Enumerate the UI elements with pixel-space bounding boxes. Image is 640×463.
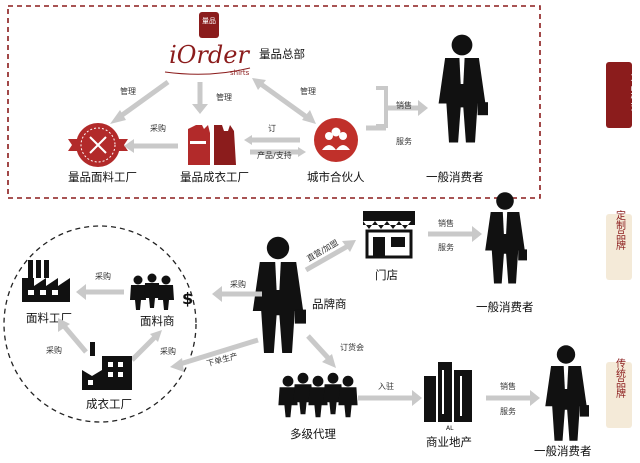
arrow-brand-to-garment (170, 337, 259, 372)
edge-purchase-garment2: 采购 (160, 346, 176, 356)
arrow-store-to-consumer (428, 226, 482, 242)
edge-order: 订 (268, 123, 276, 133)
liangpin-model-border (7, 5, 541, 199)
edge-sales: 销售 (396, 100, 412, 110)
logo-sub: shirts (230, 69, 250, 77)
arrow-garment-to-dealer (130, 330, 162, 362)
edge-service-2: 服务 (500, 406, 516, 416)
edge-purchase-brand: 采购 (230, 279, 246, 289)
hq-label: 量品总部 (259, 47, 305, 61)
factory-circle (3, 225, 197, 423)
badge-text: 量品 (202, 17, 216, 25)
logo-text: iOrder (169, 41, 250, 69)
arrow-agents-to-mall (358, 390, 422, 406)
edge-manage-left: 管理 (120, 86, 136, 96)
iorder-logo: 量品 iOrder shirts (164, 12, 250, 77)
dealer-icon: $ (130, 273, 193, 310)
edge-enter: 入驻 (378, 381, 394, 391)
arrow-partner-to-consumer (366, 86, 428, 131)
edge-sales-1: 销售 (438, 218, 454, 228)
businessman-icon (438, 34, 488, 143)
agents-label: 多级代理 (290, 427, 336, 441)
edge-ordering-meeting: 订货会 (340, 342, 364, 352)
consumer-mall-label: 一般消费者 (534, 444, 592, 458)
fabric-dealer-label: 面料商 (140, 314, 175, 328)
edge-sales-2: 销售 (500, 381, 516, 391)
arrow-brand-to-agents (306, 334, 336, 368)
consumer-store-label: 一般消费者 (476, 300, 534, 314)
arrow-brand-to-dealer (212, 286, 262, 302)
clothing-icon (188, 125, 236, 165)
side-traditional-text: 传统品牌 (614, 358, 626, 399)
edge-manage-right: 管理 (300, 86, 316, 96)
fabric-factory-label: 量品面料工厂 (68, 170, 137, 184)
storefront-icon (363, 211, 415, 259)
arrow-mall-to-consumer (486, 390, 540, 406)
businessman-icon (545, 345, 589, 441)
mall-label: 商业地产 (426, 435, 472, 449)
arrow-brand-to-store (304, 240, 356, 273)
brand-label: 品牌商 (312, 297, 347, 311)
edge-purchase-dealer: 采购 (95, 271, 111, 281)
garment-factory-small-label: 成衣工厂 (86, 397, 132, 411)
factory-icon (82, 342, 132, 390)
arrow-hq-to-garment (192, 82, 208, 114)
building-icon: AL (424, 362, 472, 432)
partner-group-icon (314, 118, 358, 162)
consumer-top-label: 一般消费者 (426, 170, 484, 184)
edge-service-1: 服务 (438, 242, 454, 252)
factory-icon (22, 260, 70, 302)
arrow-hq-to-partner (252, 78, 316, 124)
arrow-garment-to-fabric (124, 139, 178, 153)
edge-product-support: 产品/支持 (257, 150, 292, 160)
city-partner-label: 城市合伙人 (307, 170, 365, 184)
garment-factory-label: 量品成衣工厂 (180, 170, 249, 184)
edge-purchase-garment: 采购 (46, 345, 62, 355)
edge-purchase: 采购 (150, 123, 166, 133)
side-label-traditional: 传统品牌 (606, 358, 632, 428)
fabric-badge-icon (68, 123, 128, 167)
side-label-liangpin: 量品模式 (599, 62, 640, 128)
arrow-dealer-to-fabric (76, 284, 124, 300)
arrow-garment-to-fabric-bottom (58, 318, 88, 354)
edge-service: 服务 (396, 136, 412, 146)
businessman-icon (485, 192, 527, 284)
mall-sign: AL (446, 425, 454, 432)
store-label: 门店 (375, 268, 398, 282)
side-custom-text: 定制品牌 (614, 209, 626, 251)
crowd-icon (278, 372, 358, 418)
edge-manage-mid: 管理 (216, 92, 232, 102)
side-label-custom: 定制品牌 (606, 209, 632, 280)
arrow-partner-to-garment (244, 135, 306, 157)
svg-text:$: $ (182, 289, 193, 308)
arrow-hq-to-fabric (110, 79, 170, 124)
